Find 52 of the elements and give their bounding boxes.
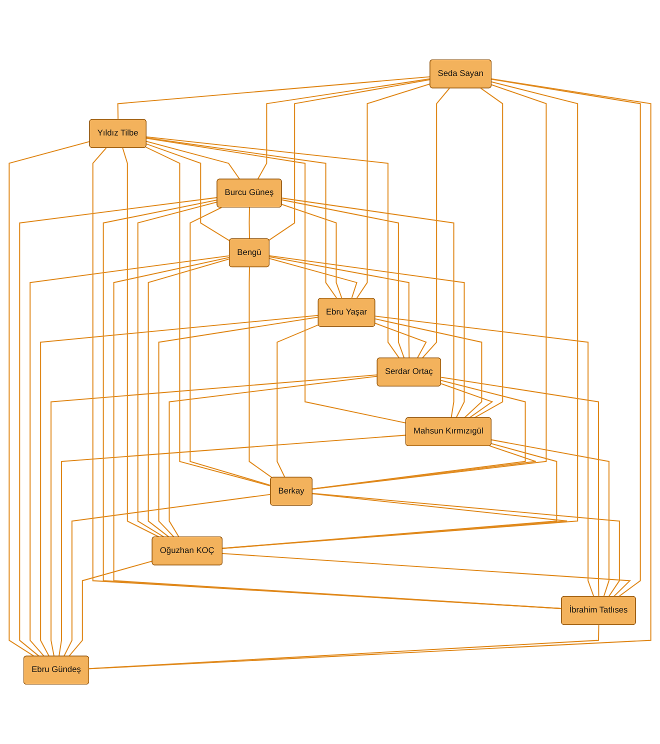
connector (19, 197, 218, 657)
connector (312, 84, 547, 490)
connector (148, 258, 230, 538)
connector (222, 552, 632, 598)
connector (422, 88, 450, 358)
connector (269, 256, 410, 358)
connector (30, 255, 230, 657)
connector (248, 267, 272, 478)
connector (146, 143, 230, 242)
connector (491, 78, 641, 598)
connector (222, 493, 568, 549)
connector (89, 78, 652, 670)
connector (158, 316, 318, 538)
connector (222, 443, 558, 549)
connector (146, 138, 406, 424)
connector (190, 207, 271, 486)
connector (276, 324, 319, 478)
connector (268, 79, 430, 241)
connector (146, 137, 338, 299)
connector (146, 136, 400, 358)
connector (312, 445, 536, 490)
connector (50, 374, 378, 656)
connector (269, 255, 465, 418)
connector (146, 140, 240, 180)
connector (257, 78, 430, 180)
connector (137, 202, 218, 538)
connector (440, 383, 494, 418)
connector (312, 492, 620, 597)
connector (68, 560, 152, 657)
connector (8, 141, 90, 657)
connector (474, 88, 504, 418)
connector (282, 204, 342, 299)
connector (168, 376, 378, 538)
connector (40, 314, 318, 657)
connector (375, 318, 482, 418)
connector (222, 81, 578, 549)
connector (491, 439, 610, 597)
connector (375, 316, 594, 597)
connector (113, 256, 562, 610)
connector (63, 494, 271, 657)
connector (269, 258, 358, 299)
connector (248, 207, 250, 239)
connector (145, 146, 271, 486)
connector (312, 380, 526, 490)
connector (356, 83, 430, 299)
connector (58, 434, 406, 656)
connector (374, 322, 427, 358)
connector (440, 376, 600, 597)
connector (282, 198, 454, 418)
connector (282, 199, 405, 358)
connector (122, 148, 160, 538)
connector (117, 76, 430, 120)
